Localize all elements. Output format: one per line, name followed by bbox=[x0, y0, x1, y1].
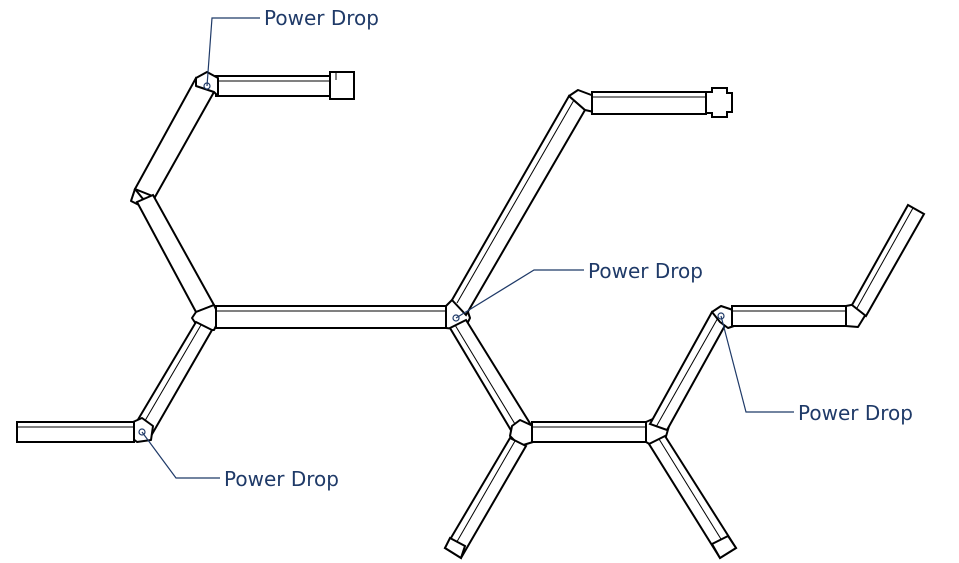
segment-bottom-left-leg bbox=[443, 436, 528, 560]
endcap-top-left bbox=[329, 71, 355, 100]
segment-bottom-horizontal bbox=[531, 421, 647, 443]
segment-top-right-horizontal bbox=[591, 91, 707, 115]
power-drop-label-bottom-left: Power Drop bbox=[224, 467, 339, 491]
endcap-top-right bbox=[705, 87, 733, 118]
segment-far-right-diagonal bbox=[850, 203, 926, 318]
endcap-bottom-left-leg bbox=[443, 536, 467, 560]
segment-center-down-diagonal bbox=[448, 318, 533, 434]
segment-right-horizontal bbox=[731, 305, 847, 327]
segment-top-left-horizontal bbox=[215, 75, 331, 97]
power-drop-label-right: Power Drop bbox=[798, 401, 913, 425]
segment-top-left-diagonal bbox=[133, 76, 216, 199]
segment-left-diagonal-lower bbox=[135, 193, 216, 314]
power-drop-label-top: Power Drop bbox=[264, 6, 379, 30]
power-drop-center: Power Drop bbox=[452, 259, 703, 322]
power-drop-bottom-left: Power Drop bbox=[138, 428, 339, 491]
segment-center-horizontal bbox=[215, 305, 447, 329]
power-drop-right: Power Drop bbox=[717, 312, 913, 425]
segment-right-up-diagonal bbox=[648, 310, 730, 432]
power-drop-label-center: Power Drop bbox=[588, 259, 703, 283]
segment-far-left-horizontal bbox=[16, 421, 135, 443]
segment-center-up-diagonal bbox=[450, 94, 587, 317]
endcap-bottom-right-leg bbox=[710, 534, 738, 560]
power-drop-top: Power Drop bbox=[203, 6, 379, 90]
